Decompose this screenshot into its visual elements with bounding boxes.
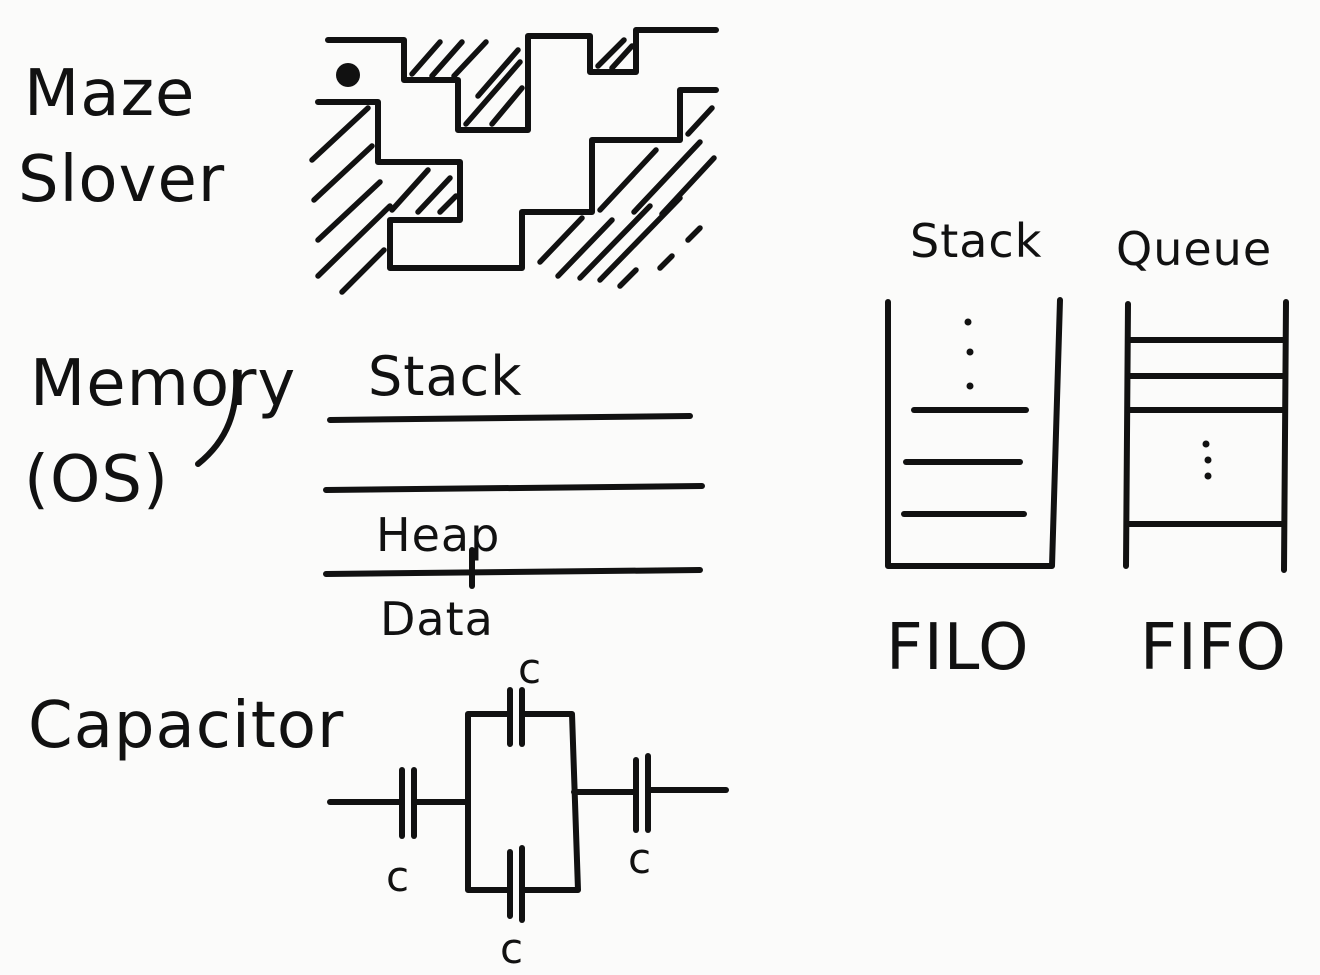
maze-title-line1: Maze: [24, 57, 196, 131]
memory-divider-3: [323, 567, 703, 577]
capacitor-label-bottom: c: [500, 924, 525, 973]
stack-ellipsis-dot: [964, 318, 972, 326]
memory-title-line1: Memory: [30, 347, 297, 421]
parallel-right-branch: [521, 711, 581, 893]
stack-container: [885, 297, 1063, 569]
capacitor-label-top: c: [518, 644, 543, 693]
queue-ellipsis-dot: [1204, 456, 1212, 464]
memory-diagram: [323, 413, 705, 589]
queue-ellipsis-dot: [1202, 440, 1210, 448]
capacitor-label-left: c: [386, 852, 411, 901]
memory-stack-label: Stack: [368, 345, 523, 408]
maze-hatch-left: [309, 105, 459, 295]
memory-heap-label: Heap: [376, 508, 501, 562]
stack-ellipsis-dot: [966, 382, 974, 390]
stack-caption: FILO: [886, 611, 1030, 685]
queue-ellipsis-dot: [1204, 472, 1212, 480]
maze-title-line2: Slover: [18, 143, 226, 217]
parallel-left-branch: [465, 711, 513, 893]
capacitor-circuit: [327, 687, 729, 923]
maze-start-ball: [336, 63, 360, 87]
stack-title: Stack: [910, 214, 1043, 268]
maze-top-wall: [325, 27, 719, 133]
maze-diagram: [309, 27, 719, 295]
stack-ellipsis-dot: [966, 348, 974, 356]
queue-diagram: [1123, 299, 1289, 573]
stack-diagram: [885, 297, 1063, 569]
queue-title: Queue: [1116, 222, 1273, 276]
memory-y-tail: [195, 369, 240, 467]
capacitor-title: Capacitor: [28, 689, 345, 763]
maze-path-wall: [315, 87, 719, 271]
queue-caption: FIFO: [1140, 611, 1287, 685]
memory-data-label: Data: [380, 592, 494, 646]
maze-hatch-upper: [409, 37, 635, 127]
maze-hatch-right: [537, 105, 717, 289]
memory-divider-2: [323, 483, 705, 493]
memory-title-line2: (OS): [24, 443, 169, 517]
memory-divider-1: [327, 413, 693, 423]
capacitor-label-right: c: [628, 834, 653, 883]
